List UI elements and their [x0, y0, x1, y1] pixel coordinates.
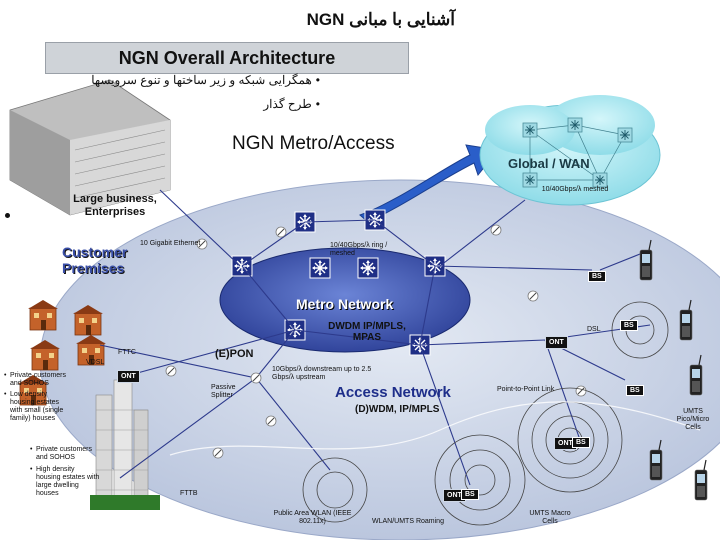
list-item: Low density housing estates with small (… — [4, 391, 72, 423]
persian-bullets: •همگرایی شبکه و زیر ساختها و تنوع سرویسه… — [90, 68, 320, 116]
metro-network-label: Metro Network — [296, 296, 394, 312]
ont-badge-vdsl: ONT — [117, 370, 140, 383]
bullet-dot — [5, 213, 10, 218]
ring-meshed-label: 10/40Gbps/λ ring / meshed — [330, 242, 388, 257]
global-wan-link-label: 10/40Gbps/λ meshed — [541, 186, 609, 193]
persian-bullet-2: •طرح گذار — [263, 97, 320, 111]
ont-badge-dsl: ONT — [545, 336, 568, 349]
access-subtitle: (D)WDM, IP/MPLS — [355, 404, 440, 415]
bs-badge-pico: BS — [572, 437, 590, 448]
list-item: High density housing estates with large … — [30, 466, 100, 498]
apartment-towers-icon — [90, 379, 160, 510]
global-wan-label: Global / WAN — [508, 156, 590, 171]
point-to-point-label: Point-to-Point Link — [497, 386, 555, 393]
epon-label: (E)PON — [215, 348, 254, 360]
private-customers-bottom: Private customers and SOHOS High density… — [30, 446, 100, 498]
fttc-label: FTTC — [118, 349, 136, 356]
metro-ring — [219, 247, 471, 353]
access-network-label: Access Network — [335, 384, 451, 401]
private-customers-top: Private customers and SOHOS Low density … — [4, 372, 72, 423]
bs-badge-wlan: BS — [461, 489, 479, 500]
fttb-label: FTTB — [180, 490, 198, 497]
dwdm-label: DWDM IP/MPLS, MPAS — [328, 321, 406, 343]
ten-gigabit-label: 10 Gigabit Ethernet — [140, 240, 201, 247]
bs-badge-metro: BS — [588, 271, 606, 282]
bs-badge-dsl: BS — [620, 320, 638, 331]
global-wan-cloud — [479, 95, 661, 206]
overlay-title-box: NGN Overall Architecture — [45, 42, 409, 74]
passive-splitter-label: Passive Splitter — [211, 384, 236, 399]
persian-slide-title: آشنایی با مبانی NGN — [306, 10, 455, 29]
overlay-title: NGN Overall Architecture — [118, 48, 336, 68]
umts-pico-label: UMTS Pico/Micro Cells — [676, 408, 710, 431]
persian-bullet-1: •همگرایی شبکه و زیر ساختها و تنوع سرویسه… — [91, 73, 320, 87]
ont-badge-pico: ONT — [554, 437, 577, 450]
customer-premises-label: Customer Premises — [62, 244, 128, 276]
pon-rate-label: 10Gbps/λ downstream up to 2.5 Gbps/λ ups… — [272, 366, 372, 381]
bs-badge-ptp: BS — [626, 385, 644, 396]
large-business-label: Large business, Enterprises — [73, 193, 157, 218]
umts-macro-label: UMTS Macro Cells — [529, 510, 571, 525]
vdsl-label: VDSL — [86, 359, 105, 366]
list-item: Private customers and SOHOS — [30, 446, 100, 462]
metro-access-title: NGN Metro/Access — [232, 133, 395, 154]
dsl-label: DSL — [587, 326, 601, 333]
list-item: Private customers and SOHOS — [4, 372, 72, 388]
public-area-label: Public Area WLAN (IEEE 802.11x) — [273, 510, 352, 525]
enterprise-building-icon — [9, 79, 171, 216]
wlan-umts-label: WLAN/UMTS Roaming — [372, 518, 444, 525]
